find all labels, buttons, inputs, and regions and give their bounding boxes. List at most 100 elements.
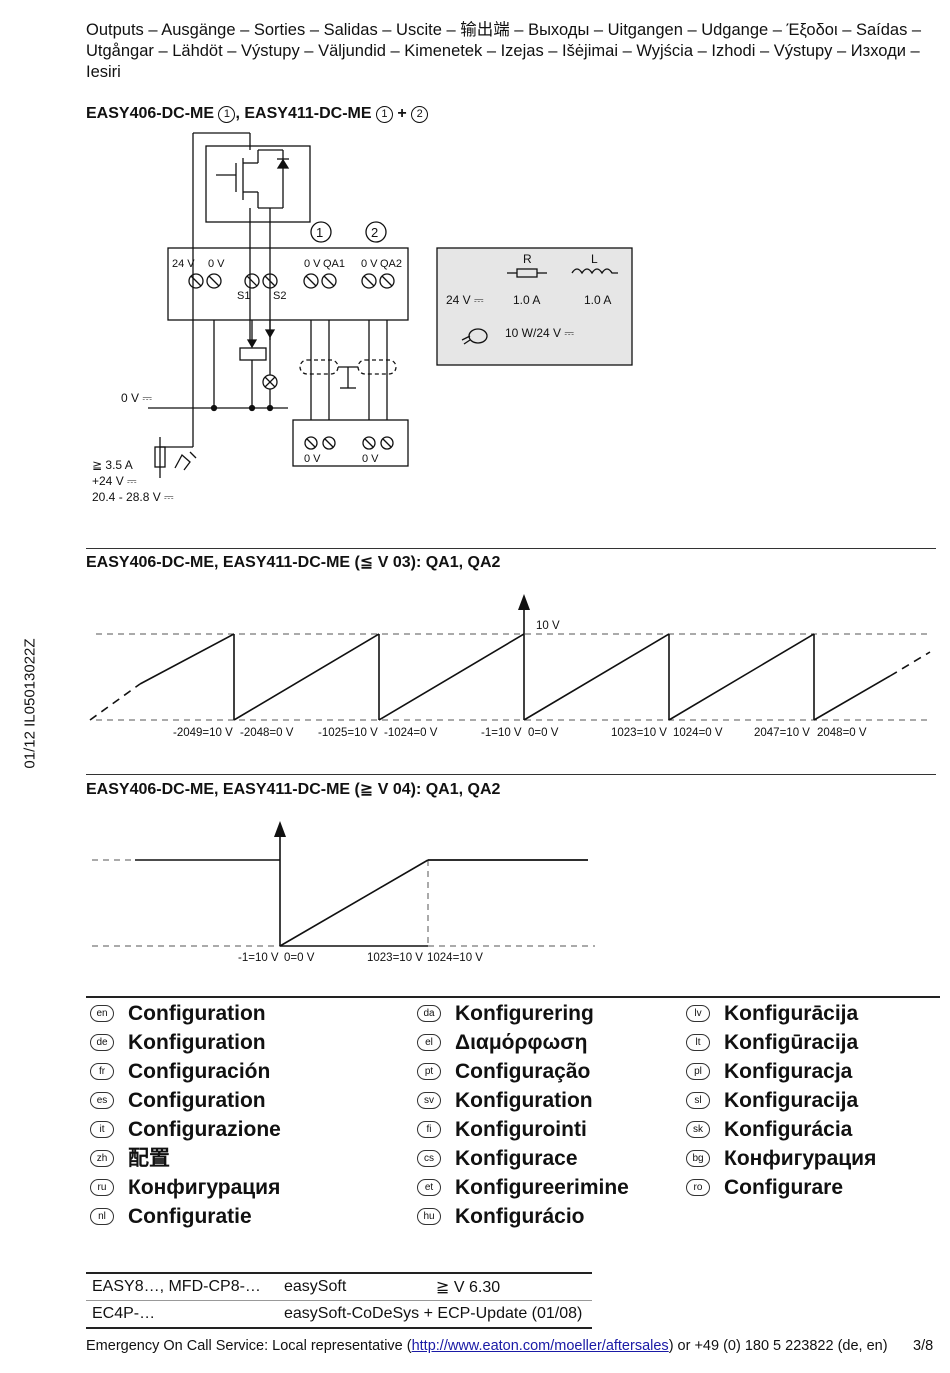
config-label: 配置	[128, 1147, 170, 1170]
graph1-tick-6: 1023=10 V	[611, 727, 667, 739]
load-0v-a: 0 V	[304, 453, 321, 465]
config-item: pl Konfiguracja	[686, 1057, 876, 1086]
lang-badge: hu	[417, 1208, 441, 1225]
lang-badge: sv	[417, 1092, 441, 1109]
graph1-tick-1: -2048=0 V	[240, 727, 294, 739]
footer-suffix: ) or +49 (0) 180 5 223822 (de, en)	[668, 1338, 888, 1354]
lang-badge: sl	[686, 1092, 710, 1109]
config-item: et Konfigureerimine	[417, 1173, 629, 1202]
graph2-top-line	[428, 859, 588, 861]
wiring-diagram: 24 V 0 V 0 V QA1 0 V QA2 S1 S2 1 2 0 V ⎓…	[92, 132, 633, 504]
req-version: ≧ V 6.30	[430, 1273, 592, 1301]
config-label: Konfigureerimine	[455, 1176, 629, 1199]
load-table-box	[436, 247, 633, 366]
requirements-table: EASY8…, MFD-CP8-… easySoft ≧ V 6.30 EC4P…	[86, 1272, 592, 1329]
graph2-tick-1: 0=0 V	[284, 952, 315, 964]
table-row: EC4P-… easySoft-CoDeSys + ECP-Update (01…	[86, 1301, 592, 1328]
term-qa1: QA1	[323, 258, 345, 270]
config-item: nl Configuratie	[90, 1202, 281, 1231]
config-label: Konfigurering	[455, 1002, 594, 1025]
divider-2	[86, 774, 936, 775]
graph1-tick-3: -1024=0 V	[384, 727, 438, 739]
lang-badge: bg	[686, 1150, 710, 1167]
config-label: Configuração	[455, 1060, 591, 1083]
lang-badge: it	[90, 1121, 114, 1138]
transistor-box	[205, 145, 311, 223]
table-l: L	[591, 252, 598, 266]
config-item: bg Конфигурация	[686, 1144, 876, 1173]
config-label: Konfiguration	[455, 1089, 593, 1112]
lang-badge: fi	[417, 1121, 441, 1138]
config-label: Configuración	[128, 1060, 271, 1083]
graph1-tick-5: 0=0 V	[528, 727, 559, 739]
wiring-title-a: EASY406-DC-ME	[86, 105, 219, 122]
graph2-tick-2: 1023=10 V	[367, 952, 423, 964]
lang-badge: en	[90, 1005, 114, 1022]
config-item: sv Konfiguration	[417, 1086, 629, 1115]
config-item: de Konfiguration	[90, 1028, 281, 1057]
config-item: it Configurazione	[90, 1115, 281, 1144]
graph1-tick-0: -2049=10 V	[173, 727, 233, 739]
config-label: Konfigurointi	[455, 1118, 587, 1141]
lang-badge: fr	[90, 1063, 114, 1080]
term-s2: S2	[273, 290, 286, 302]
table-r: R	[523, 252, 532, 266]
config-label: Configurazione	[128, 1118, 281, 1141]
load-0v-b: 0 V	[362, 453, 379, 465]
lang-badge: de	[90, 1034, 114, 1051]
aftersales-link[interactable]: http://www.eaton.com/moeller/aftersales	[411, 1338, 669, 1354]
marker-1-icon: 1	[218, 106, 236, 123]
config-label: Konfiguracija	[724, 1089, 859, 1112]
config-item: da Konfigurering	[417, 999, 629, 1028]
module-box	[167, 247, 409, 321]
graph1-tick-2: -1025=10 V	[318, 727, 378, 739]
lang-badge: lt	[686, 1034, 710, 1051]
divider-3	[86, 996, 940, 998]
graph1-vmax: 10 V	[536, 620, 560, 632]
config-label: Конфигурация	[724, 1147, 877, 1170]
req-software: easySoft	[278, 1273, 430, 1301]
config-label: Konfiguration	[128, 1031, 266, 1054]
lang-badge: nl	[90, 1208, 114, 1225]
lang-badge: et	[417, 1179, 441, 1196]
lang-badge: pl	[686, 1063, 710, 1080]
footer: Emergency On Call Service: Local represe…	[86, 1338, 888, 1354]
config-item: fi Konfigurointi	[417, 1115, 629, 1144]
config-label: Konfigurácio	[455, 1205, 585, 1228]
graph1-tick-4: -1=10 V	[481, 727, 522, 739]
wiring-title-b: , EASY411-DC-ME	[235, 105, 376, 122]
lang-badge: da	[417, 1005, 441, 1022]
config-item: fr Configuración	[90, 1057, 281, 1086]
divider-1	[86, 548, 936, 549]
req-software: easySoft-CoDeSys + ECP-Update (01/08)	[284, 1305, 583, 1322]
supply-line-3: 20.4 - 28.8 V ⎓	[92, 490, 174, 504]
config-label: Konfiguracja	[724, 1060, 853, 1083]
req-device: EASY8…, MFD-CP8-…	[86, 1273, 278, 1301]
wiring-title-c: +	[392, 105, 412, 122]
graph1-tick-9: 2048=0 V	[817, 727, 867, 739]
graph1-tick-7: 1024=0 V	[673, 727, 723, 739]
term-0v-c: 0 V	[361, 258, 378, 270]
table-lamp: 10 W/24 V ⎓	[505, 326, 574, 340]
config-label: Konfigurācija	[724, 1002, 859, 1025]
config-item: sl Konfiguracija	[686, 1086, 876, 1115]
header-line-1: Outputs – Ausgänge – Sorties – Salidas –…	[86, 21, 922, 39]
config-label: Configuration	[128, 1089, 266, 1112]
ground-label: 0 V ⎓	[121, 391, 152, 405]
graph1-chart: 10 V -2049=10 V -2048=0 V -1025=10 V -10…	[89, 594, 931, 739]
graph2-tick-0: -1=10 V	[238, 952, 279, 964]
config-label: Configuratie	[128, 1205, 252, 1228]
page-number: 3/8	[913, 1338, 934, 1354]
config-item: hu Konfigurácio	[417, 1202, 629, 1231]
